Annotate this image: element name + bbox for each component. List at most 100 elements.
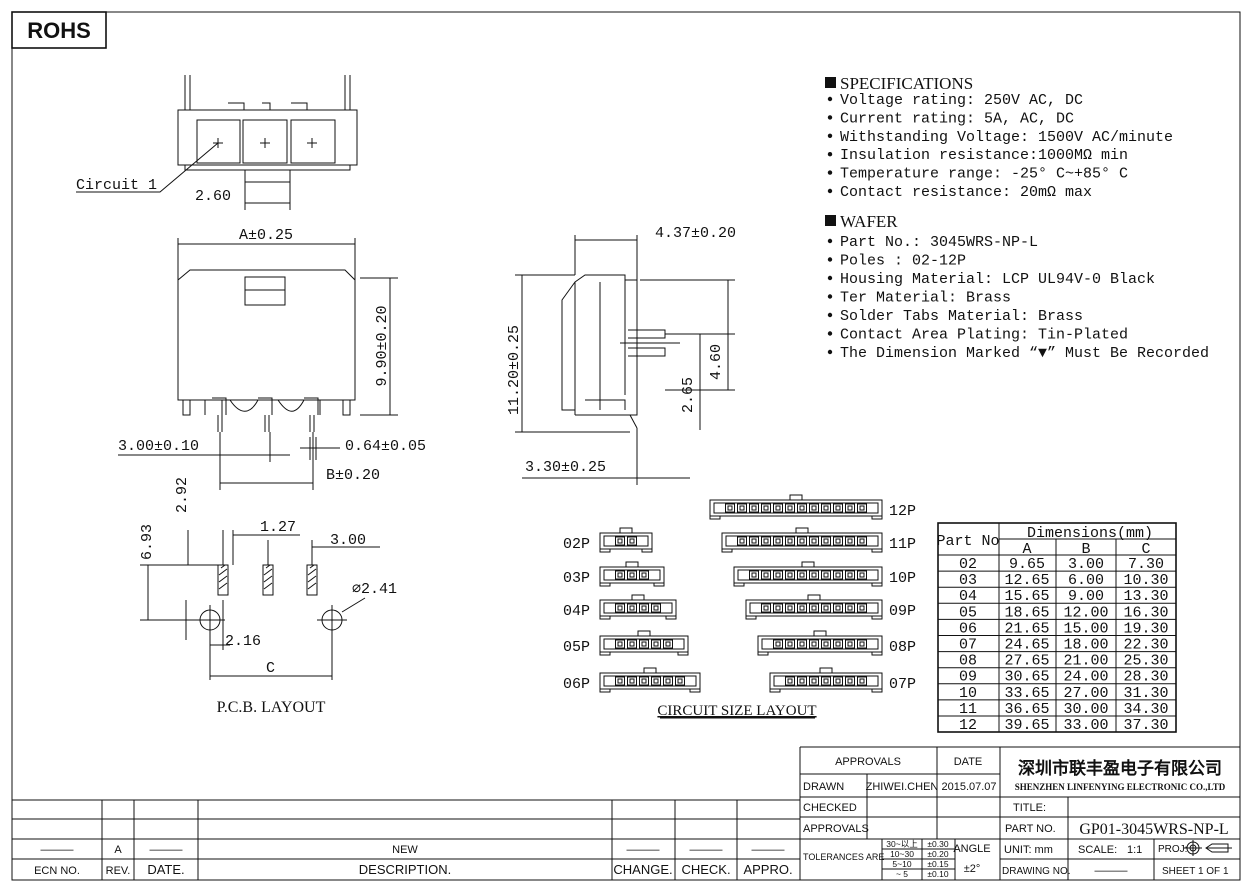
pin-cavity bbox=[809, 639, 819, 649]
pin-cavity bbox=[651, 603, 661, 613]
hole-dim: ⌀2.41 bbox=[352, 581, 397, 598]
table-cell: 15.65 bbox=[1004, 588, 1049, 605]
pin-cavity bbox=[749, 570, 759, 580]
rev-appro: ——— bbox=[752, 844, 785, 856]
height-dim: 9.90±0.20 bbox=[374, 305, 391, 386]
depth-dim: 4.37±0.20 bbox=[655, 225, 736, 242]
pin-cavity bbox=[761, 536, 771, 546]
pin-cavity bbox=[833, 676, 843, 686]
pin-cavity bbox=[845, 676, 855, 686]
tolerances-label: TOLERANCES ARE bbox=[803, 852, 884, 862]
pin-cavity bbox=[773, 603, 783, 613]
approvals-header: APPROVALS bbox=[835, 756, 901, 768]
pin-cavity bbox=[797, 570, 807, 580]
table-cell: 04 bbox=[959, 588, 977, 605]
table-cell: 10.30 bbox=[1123, 572, 1168, 589]
table-cell: 08 bbox=[959, 653, 977, 670]
connector-06P: 06P bbox=[563, 667, 701, 693]
table-cell: 34.30 bbox=[1123, 701, 1168, 718]
title-block: APPROVALS DATE DRAWN ZHIWEI.CHEN 2015.07… bbox=[799, 746, 1240, 880]
circuit-label: 05P bbox=[563, 639, 590, 656]
table-cell: 31.30 bbox=[1123, 685, 1168, 702]
table-cell: 33.65 bbox=[1004, 685, 1049, 702]
circuit-label: 03P bbox=[563, 570, 590, 587]
pin-cavity bbox=[821, 536, 831, 546]
dim-3-00: 3.00 bbox=[330, 532, 366, 549]
pin-cavity bbox=[773, 536, 783, 546]
pin-cavity bbox=[821, 603, 831, 613]
table-cell: 18.65 bbox=[1004, 604, 1049, 621]
table-cell: 33.00 bbox=[1063, 717, 1108, 734]
title-label: TITLE: bbox=[1013, 802, 1046, 814]
pin-high-dim: 4.60 bbox=[708, 344, 725, 380]
angle-label: ANGLE bbox=[953, 843, 990, 855]
tolerance-range: 30~以上 bbox=[886, 839, 918, 849]
pcb-layout: 6.93 2.92 1.27 3.00 ⌀2.41 2.16 C P.C.B. … bbox=[139, 477, 397, 716]
hdr-ecn: ECN NO. bbox=[34, 865, 80, 877]
rohs-badge-box bbox=[11, 11, 107, 49]
pin-cavity bbox=[737, 536, 747, 546]
specifications: SPECIFICATIONS Voltage rating: 250V AC, … bbox=[825, 74, 1209, 362]
pin-cavity bbox=[857, 503, 867, 513]
table-cell: 6.00 bbox=[1068, 572, 1104, 589]
circuit-label: 07P bbox=[889, 676, 916, 693]
table-cell: 18.00 bbox=[1063, 637, 1108, 654]
pin-cavity bbox=[615, 570, 625, 580]
rohs-badge: ROHS bbox=[27, 18, 91, 43]
table-cell: 11 bbox=[959, 701, 977, 718]
circuit-label: 10P bbox=[889, 570, 916, 587]
table-cell: 13.30 bbox=[1123, 588, 1168, 605]
hdr-change: CHANGE. bbox=[613, 862, 672, 877]
connector-10P: 10P bbox=[733, 561, 916, 587]
table-cell: 05 bbox=[959, 604, 977, 621]
pin-cavity bbox=[797, 603, 807, 613]
pin-cavity bbox=[821, 639, 831, 649]
pcb-layout-title: P.C.B. LAYOUT bbox=[217, 699, 326, 716]
bullet-icon bbox=[827, 133, 833, 138]
scale: 1:1 bbox=[1127, 844, 1142, 856]
pin-cavity bbox=[833, 536, 843, 546]
pin-cavity bbox=[809, 603, 819, 613]
checked-label: CHECKED bbox=[803, 802, 857, 814]
bullet-icon bbox=[827, 294, 833, 299]
pin-cavity bbox=[615, 603, 625, 613]
wafer-item: Poles : 02-12P bbox=[840, 253, 966, 270]
pin-cavity bbox=[737, 503, 747, 513]
bullet-icon bbox=[827, 257, 833, 262]
sheet: SHEET 1 OF 1 bbox=[1162, 866, 1229, 877]
pin-cavity bbox=[785, 536, 795, 546]
hdr-check: CHECK. bbox=[681, 862, 730, 877]
pin-cavity bbox=[857, 570, 867, 580]
pin-cavity bbox=[627, 570, 637, 580]
connector-05P: 05P bbox=[563, 630, 689, 656]
table-cell: 24.00 bbox=[1063, 669, 1108, 686]
hdr-desc: DESCRIPTION. bbox=[359, 862, 451, 877]
pin-cavity bbox=[627, 603, 637, 613]
angle-value: ±2° bbox=[964, 863, 981, 875]
total-height-dim: 11.20±0.25 bbox=[506, 325, 523, 415]
bullet-icon bbox=[827, 170, 833, 175]
pin-cavity bbox=[663, 676, 673, 686]
pin-cavity bbox=[809, 676, 819, 686]
drawn-by: ZHIWEI.CHEN bbox=[866, 781, 939, 793]
scale-label: SCALE: bbox=[1078, 844, 1117, 856]
bullet-icon bbox=[827, 331, 833, 336]
table-cell: 12.00 bbox=[1063, 604, 1108, 621]
table-cell: 25.30 bbox=[1123, 653, 1168, 670]
table-cell: 27.65 bbox=[1004, 653, 1049, 670]
pin-cavity bbox=[797, 536, 807, 546]
pin-cavity bbox=[821, 503, 831, 513]
pin-low-dim: 2.65 bbox=[680, 377, 697, 413]
rev-change: ——— bbox=[627, 844, 660, 856]
table-cell: 22.30 bbox=[1123, 637, 1168, 654]
circuit-label: 04P bbox=[563, 603, 590, 620]
wafer-item: The Dimension Marked “▼” Must Be Recorde… bbox=[840, 345, 1209, 362]
pin-cavity bbox=[639, 676, 649, 686]
pin-cavity bbox=[639, 603, 649, 613]
part-no-label: PART NO. bbox=[1005, 823, 1056, 835]
pin-cavity bbox=[725, 503, 735, 513]
col-a: A bbox=[1022, 541, 1031, 558]
side-view: 4.37±0.20 11.20±0.25 2.65 4.60 3.30±0.25 bbox=[506, 225, 736, 485]
pin-cavity bbox=[761, 570, 771, 580]
